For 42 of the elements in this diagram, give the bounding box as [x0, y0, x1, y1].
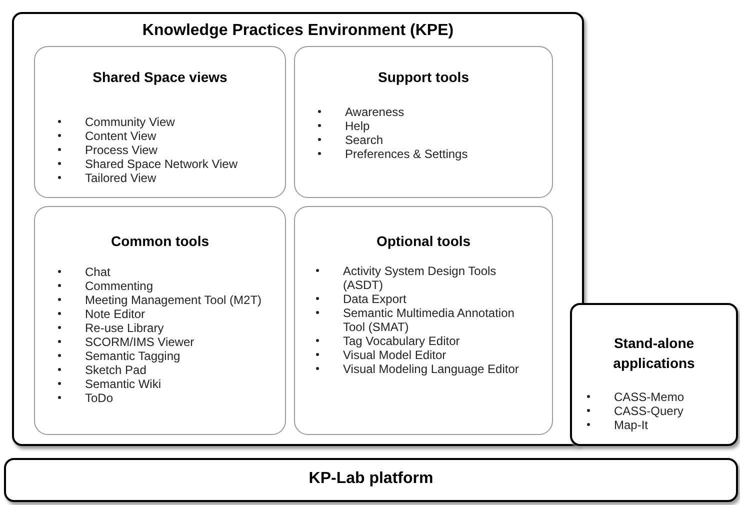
- list-item: Process View: [85, 143, 275, 157]
- list-item: Semantic Multimedia Annotation Tool (SMAT): [343, 306, 539, 334]
- list-item: Visual Modeling Language Editor: [343, 362, 539, 376]
- list-item: Map-It: [614, 418, 734, 432]
- group-panel: [12, 12, 584, 446]
- group-panel: [4, 458, 738, 502]
- list-item: Content View: [85, 129, 275, 143]
- list-item: Activity System Design Tools (ASDT): [343, 264, 539, 292]
- panel-heading: Common tools: [111, 233, 209, 249]
- list-item: CASS-Memo: [614, 390, 734, 404]
- group-panel: [34, 206, 286, 435]
- panel-heading: Support tools: [378, 69, 469, 85]
- list-item: Commenting: [85, 279, 275, 293]
- list-item: Semantic Tagging: [85, 349, 275, 363]
- group-panel: [570, 303, 738, 446]
- panel-heading: Optional tools: [376, 233, 471, 249]
- list-item: SCORM/IMS Viewer: [85, 335, 275, 349]
- list-item: Tailored View: [85, 171, 275, 185]
- group-panel: [294, 206, 553, 435]
- group-panel: [34, 46, 286, 198]
- list-item: Chat: [85, 265, 275, 279]
- list-item: Preferences & Settings: [345, 147, 545, 161]
- list-item: Semantic Wiki: [85, 377, 275, 391]
- panel-heading: Knowledge Practices Environment (KPE): [142, 22, 454, 40]
- list-item: Meeting Management Tool (M2T): [85, 293, 275, 307]
- list-item: Sketch Pad: [85, 363, 275, 377]
- list-item: Visual Model Editor: [343, 348, 539, 362]
- list-item: Community View: [85, 115, 275, 129]
- list-item: Data Export: [343, 292, 539, 306]
- list-item: Search: [345, 133, 545, 147]
- panel-heading: KP-Lab platform: [308, 470, 434, 488]
- list-item: Help: [345, 119, 545, 133]
- list-item: Shared Space Network View: [85, 157, 275, 171]
- list-item: Note Editor: [85, 307, 275, 321]
- list-item: ToDo: [85, 391, 275, 405]
- list-item: CASS-Query: [614, 404, 734, 418]
- panel-heading: Shared Space views: [92, 69, 228, 85]
- list-item: Awareness: [345, 105, 545, 119]
- panel-heading: Stand-alone applications: [612, 334, 696, 373]
- list-item: Tag Vocabulary Editor: [343, 334, 539, 348]
- list-item: Re-use Library: [85, 321, 275, 335]
- group-panel: [294, 46, 553, 198]
